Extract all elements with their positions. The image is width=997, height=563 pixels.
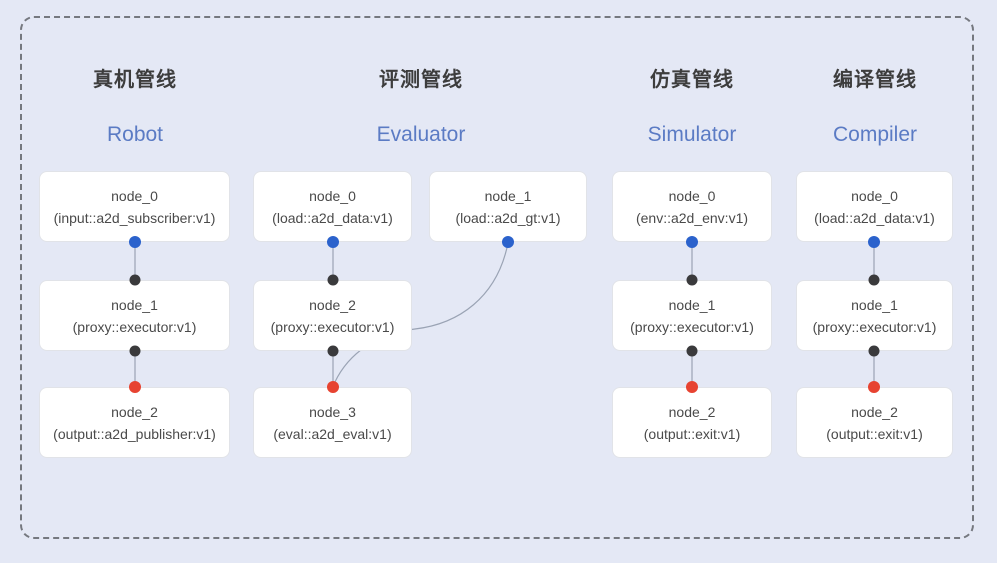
node-box-compiler-node_2: node_2 (output::exit:v1): [796, 387, 953, 458]
node-title: node_3: [309, 403, 356, 420]
node-box-simulator-node_1: node_1 (proxy::executor:v1): [612, 280, 772, 351]
node-title: node_1: [668, 296, 716, 313]
output-port-dot-dark: [868, 345, 880, 357]
node-impl: (load::a2d_gt:v1): [455, 209, 561, 226]
node-impl: (output::exit:v1): [643, 425, 741, 442]
node-impl: (eval::a2d_eval:v1): [273, 425, 392, 442]
node-box-evaluator-node_1: node_1 (load::a2d_gt:v1): [429, 171, 587, 242]
sink-port-dot: [129, 381, 141, 393]
input-port-dot: [129, 274, 141, 286]
node-impl: (output::a2d_publisher:v1): [53, 425, 216, 442]
pipeline-title-en-evaluator: Evaluator: [376, 123, 466, 146]
node-box-simulator-node_0: node_0 (env::a2d_env:v1): [612, 171, 772, 242]
sink-port-dot: [868, 381, 880, 393]
dashed-frame: [20, 16, 974, 539]
output-port-dot: [868, 236, 880, 248]
output-port-dot-dark: [129, 345, 141, 357]
output-port-dot: [686, 236, 698, 248]
pipeline-title-en-simulator: Simulator: [647, 123, 737, 146]
node-title: node_1: [484, 187, 532, 204]
pipeline-title-cn-robot: 真机管线: [93, 69, 177, 91]
node-impl: (proxy::executor:v1): [270, 318, 395, 335]
node-impl: (proxy::executor:v1): [630, 318, 754, 335]
node-box-evaluator-node_3: node_3 (eval::a2d_eval:v1): [253, 387, 412, 458]
pipeline-title-cn-simulator: 仿真管线: [650, 69, 734, 91]
node-box-compiler-node_0: node_0 (load::a2d_data:v1): [796, 171, 953, 242]
node-box-evaluator-node_0: node_0 (load::a2d_data:v1): [253, 171, 412, 242]
node-box-simulator-node_2: node_2 (output::exit:v1): [612, 387, 772, 458]
node-title: node_1: [111, 296, 158, 313]
pipeline-title-en-robot: Robot: [106, 123, 164, 146]
node-title: node_2: [309, 296, 356, 313]
node-title: node_0: [668, 187, 716, 204]
output-port-dot-dark: [327, 345, 339, 357]
node-impl: (output::exit:v1): [826, 425, 923, 442]
node-title: node_2: [668, 403, 716, 420]
node-title: node_0: [851, 187, 898, 204]
edge-eval-1-3-curve: [333, 242, 509, 385]
node-box-robot-node_1: node_1 (proxy::executor:v1): [39, 280, 230, 351]
node-box-robot-node_0: node_0 (input::a2d_subscriber:v1): [39, 171, 230, 242]
node-impl: (input::a2d_subscriber:v1): [53, 209, 216, 226]
pipeline-title-cn-evaluator: 评测管线: [379, 69, 463, 91]
node-impl: (load::a2d_data:v1): [814, 209, 935, 226]
node-impl: (proxy::executor:v1): [812, 318, 937, 335]
sink-port-dot: [327, 381, 339, 393]
input-port-dot: [686, 274, 698, 286]
node-box-robot-node_2: node_2 (output::a2d_publisher:v1): [39, 387, 230, 458]
node-title: node_2: [111, 403, 158, 420]
output-port-dot: [502, 236, 514, 248]
output-port-dot: [129, 236, 141, 248]
node-impl: (env::a2d_env:v1): [635, 209, 749, 226]
input-port-dot: [327, 274, 339, 286]
node-impl: (proxy::executor:v1): [72, 318, 197, 335]
node-title: node_2: [851, 403, 898, 420]
input-port-dot: [868, 274, 880, 286]
output-port-dot: [327, 236, 339, 248]
node-title: node_1: [851, 296, 898, 313]
node-title: node_0: [309, 187, 356, 204]
pipeline-title-cn-compiler: 编译管线: [833, 69, 917, 91]
pipeline-title-en-compiler: Compiler: [832, 123, 918, 146]
node-impl: (load::a2d_data:v1): [272, 209, 393, 226]
node-box-evaluator-node_2: node_2 (proxy::executor:v1): [253, 280, 412, 351]
node-box-compiler-node_1: node_1 (proxy::executor:v1): [796, 280, 953, 351]
node-title: node_0: [111, 187, 158, 204]
output-port-dot-dark: [686, 345, 698, 357]
sink-port-dot: [686, 381, 698, 393]
